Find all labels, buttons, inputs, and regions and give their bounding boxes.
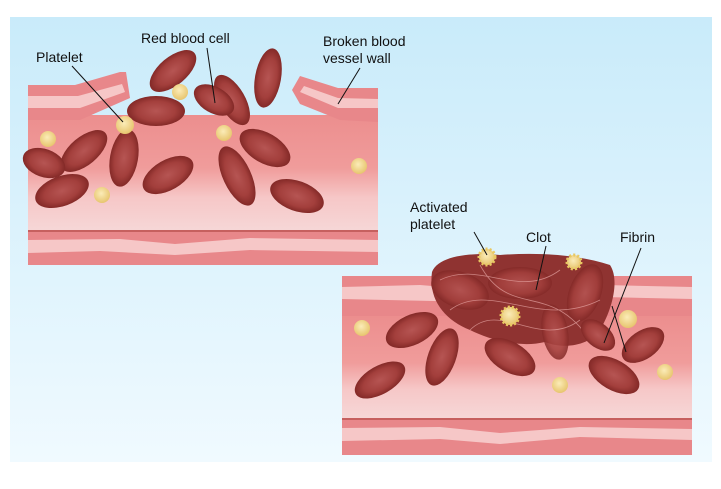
platelet	[657, 364, 673, 380]
platelets-normal	[40, 84, 367, 203]
red-blood-cell	[142, 155, 194, 195]
red-blood-cell	[60, 130, 108, 172]
red-blood-cell	[22, 147, 66, 179]
platelet	[552, 377, 568, 393]
platelet	[94, 187, 110, 203]
label-broken-wall-1: Broken blood	[323, 33, 406, 49]
label-red-blood-cell: Red blood cell	[141, 30, 230, 46]
label-clot: Clot	[526, 229, 551, 245]
red-blood-cell	[488, 267, 552, 299]
red-blood-cell	[566, 264, 604, 322]
red-blood-cells-normal	[22, 48, 324, 214]
platelet	[116, 116, 134, 134]
label-activated-1: Activated	[410, 199, 468, 215]
red-blood-cell	[254, 48, 282, 108]
red-blood-cell	[541, 304, 569, 360]
red-blood-cell	[385, 311, 439, 349]
red-blood-cell	[588, 355, 640, 395]
red-blood-cell	[218, 146, 256, 206]
red-blood-cell	[580, 319, 616, 351]
platelet	[619, 310, 637, 328]
platelet	[172, 84, 188, 100]
label-broken-wall-2: vessel wall	[323, 50, 391, 66]
activated-platelet	[565, 253, 583, 271]
vessel-lumen	[28, 115, 378, 233]
red-blood-cell	[270, 178, 324, 214]
activated-platelet	[499, 305, 521, 327]
platelets-clot-vessel	[354, 247, 673, 393]
red-blood-cell	[354, 361, 406, 399]
leader-lines	[71, 47, 642, 353]
red-blood-cell	[149, 50, 197, 92]
platelet	[351, 158, 367, 174]
red-blood-cell	[484, 337, 536, 377]
red-blood-cell	[193, 84, 235, 116]
red-blood-cell	[239, 128, 291, 168]
platelet	[40, 131, 56, 147]
red-blood-cell	[109, 129, 139, 187]
platelet	[216, 125, 232, 141]
red-blood-cell	[127, 96, 185, 126]
label-platelet: Platelet	[36, 49, 83, 65]
red-blood-cells-clot-vessel	[354, 311, 665, 399]
clot	[431, 253, 615, 360]
fibrin-strands	[439, 264, 601, 341]
label-activated-2: platelet	[410, 216, 455, 232]
red-blood-cell	[431, 270, 489, 310]
red-blood-cell	[425, 328, 459, 386]
red-blood-cell	[35, 173, 89, 209]
label-fibrin: Fibrin	[620, 229, 655, 245]
activated-platelet	[477, 247, 497, 267]
platelet	[354, 320, 370, 336]
red-blood-cell	[621, 327, 665, 363]
